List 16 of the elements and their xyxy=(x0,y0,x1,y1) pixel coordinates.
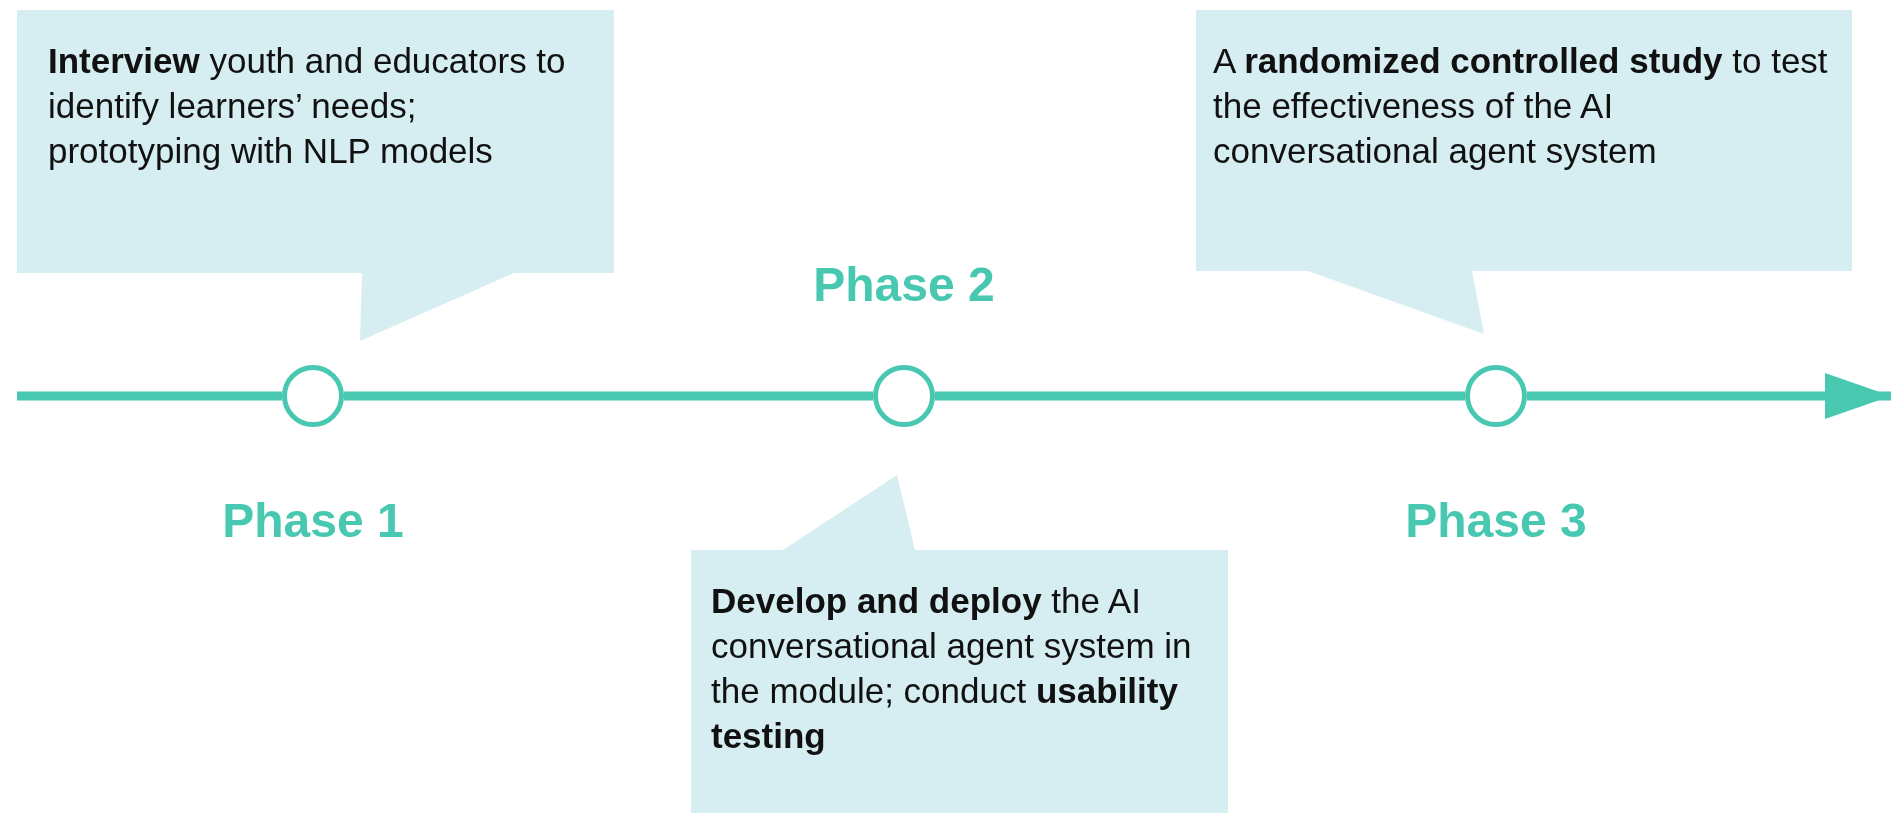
callout-text: Develop and deploy the AI conversational agent system in the module; conduct usability testing xyxy=(711,580,1193,757)
callout-box xyxy=(17,10,614,341)
milestone-circle xyxy=(1465,365,1527,427)
timeline-line xyxy=(17,391,282,401)
callout-text: Interview youth and educators to identify learners’ needs; prototyping with NLP models xyxy=(48,40,567,172)
phase-label: Phase 2 xyxy=(812,257,996,312)
callout-box xyxy=(1196,10,1852,334)
callout-text: A randomized controlled study to test the effectiveness of the AI conversational agent system xyxy=(1213,40,1829,172)
phase-label: Phase 3 xyxy=(1404,493,1588,548)
callout-box xyxy=(691,475,1228,813)
timeline-line xyxy=(344,391,873,401)
milestone-circle xyxy=(873,365,935,427)
timeline-line xyxy=(935,391,1465,401)
timeline-arrow xyxy=(1527,373,1891,419)
milestone-circle xyxy=(282,365,344,427)
phase-label: Phase 1 xyxy=(221,493,405,548)
